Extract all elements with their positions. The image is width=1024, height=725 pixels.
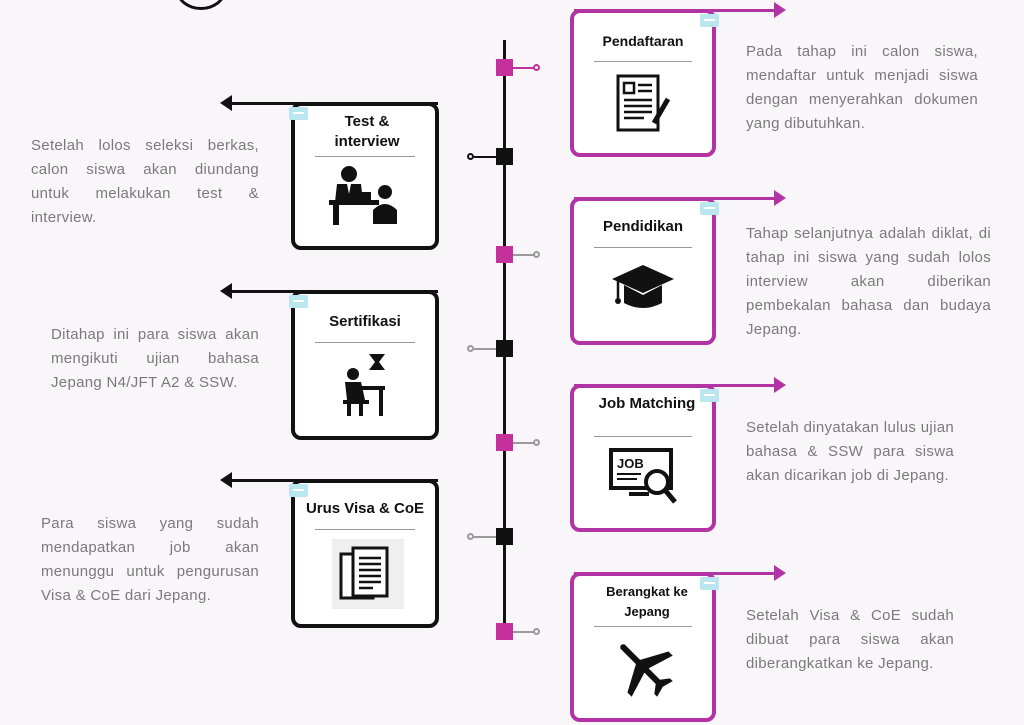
timeline-node-5 bbox=[496, 434, 513, 451]
top-circle-decoration bbox=[176, 0, 226, 10]
document-form-icon bbox=[616, 74, 671, 132]
step-description: Tahap selanjutnya adalah diklat, di taha… bbox=[746, 225, 991, 338]
arrow-head-right bbox=[774, 377, 786, 393]
arrow-head-left bbox=[220, 95, 232, 111]
card-title: Pendaftaran bbox=[602, 33, 684, 49]
timeline-dot bbox=[467, 533, 474, 540]
timeline-connector bbox=[474, 348, 496, 350]
card-divider bbox=[594, 247, 692, 248]
arrow-head-left bbox=[220, 283, 232, 299]
step-description: Ditahap ini para siswa akan mengikuti uj… bbox=[51, 326, 259, 391]
timeline-connector bbox=[474, 536, 496, 538]
step-card-berangkat: Berangkat ke Jepang bbox=[570, 572, 716, 722]
tag-icon bbox=[700, 14, 719, 27]
step-description: Pada tahap ini calon siswa, mendaftar un… bbox=[746, 43, 978, 132]
step-card-pendidikan: Pendidikan bbox=[570, 197, 716, 345]
step-description: Setelah lolos seleksi berkas, calon sisw… bbox=[31, 137, 259, 226]
card-title: Job Matching bbox=[598, 395, 696, 412]
tag-icon bbox=[289, 107, 308, 120]
step-description: Setelah Visa & CoE sudah dibuat para sis… bbox=[746, 607, 954, 672]
timeline-connector bbox=[513, 442, 535, 444]
card-divider bbox=[315, 529, 415, 530]
card-title: Sertifikasi bbox=[329, 313, 401, 330]
step-description: Setelah dinyatakan lulus ujian bahasa & … bbox=[746, 419, 954, 484]
step-card-urus-visa: Urus Visa & CoE bbox=[291, 479, 439, 628]
timeline-dot bbox=[533, 439, 540, 446]
timeline-dot bbox=[467, 345, 474, 352]
step-card-sertifikasi: Sertifikasi bbox=[291, 290, 439, 440]
card-divider bbox=[315, 156, 415, 157]
arrow-head-left bbox=[220, 472, 232, 488]
step-card-test-interview: Test & interview bbox=[291, 102, 439, 250]
tag-icon bbox=[700, 389, 719, 402]
timeline-node-4 bbox=[496, 340, 513, 357]
card-divider bbox=[594, 626, 692, 627]
step-card-job-matching: Job Matching JOB bbox=[570, 384, 716, 532]
card-title: Pendidikan bbox=[602, 218, 684, 235]
card-divider bbox=[594, 436, 692, 437]
arrow-head-right bbox=[774, 2, 786, 18]
tag-icon bbox=[289, 484, 308, 497]
svg-text:JOB: JOB bbox=[617, 456, 644, 471]
arrow-head-right bbox=[774, 190, 786, 206]
exam-icon bbox=[343, 354, 385, 416]
card-title: Urus Visa & CoE bbox=[305, 500, 425, 517]
timeline-dot bbox=[533, 251, 540, 258]
card-title: Berangkat ke Jepang bbox=[606, 584, 688, 619]
tag-icon bbox=[700, 202, 719, 215]
timeline-connector bbox=[513, 631, 535, 633]
documents-icon bbox=[339, 546, 389, 600]
arrow-head-right bbox=[774, 565, 786, 581]
step-description: Para siswa yang sudah mendapatkan job ak… bbox=[41, 515, 259, 604]
timeline-dot bbox=[467, 153, 474, 160]
timeline-connector bbox=[513, 254, 535, 256]
timeline-dot bbox=[533, 628, 540, 635]
card-divider bbox=[594, 61, 692, 62]
timeline-connector bbox=[474, 156, 496, 158]
job-search-icon: JOB bbox=[609, 448, 677, 504]
tag-icon bbox=[289, 295, 308, 308]
interview-icon bbox=[329, 166, 397, 225]
timeline-node-1 bbox=[496, 59, 513, 76]
timeline-node-3 bbox=[496, 246, 513, 263]
timeline-node-7 bbox=[496, 623, 513, 640]
step-card-pendaftaran: Pendaftaran bbox=[570, 9, 716, 157]
card-title: Test & interview bbox=[334, 113, 400, 150]
tag-icon bbox=[700, 577, 719, 590]
timeline-node-6 bbox=[496, 528, 513, 545]
timeline-node-2 bbox=[496, 148, 513, 165]
airplane-icon bbox=[620, 644, 673, 697]
timeline-connector bbox=[513, 67, 535, 69]
timeline-dot bbox=[533, 64, 540, 71]
card-divider bbox=[315, 342, 415, 343]
graduation-cap-icon bbox=[612, 265, 674, 308]
